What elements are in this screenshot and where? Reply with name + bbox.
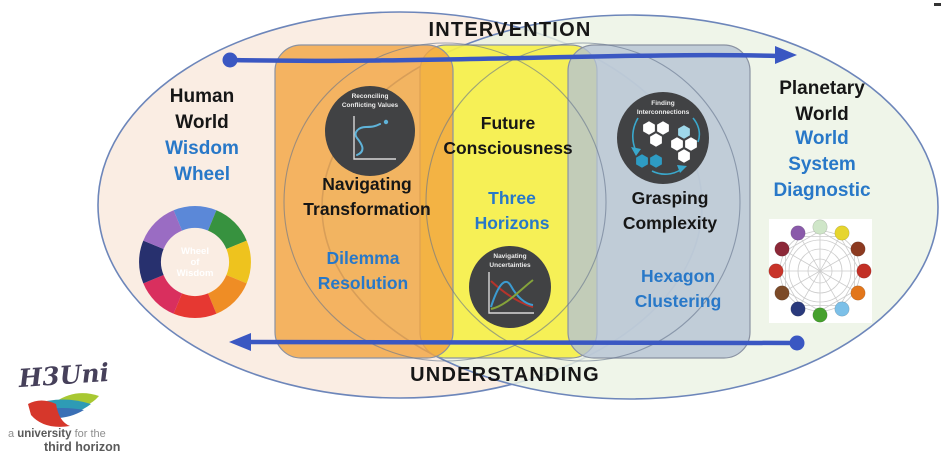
ball [812, 219, 828, 235]
ball [812, 307, 828, 323]
diagnostic-balls [768, 219, 872, 323]
ball [850, 285, 866, 301]
wisdom-wheel-label: Wisdom Wheel [165, 138, 239, 185]
human-world-label: Human World [169, 86, 235, 133]
understanding-arrow [229, 333, 805, 351]
ball [774, 241, 790, 257]
reconciling-icon-caption: Reconciling Conflicting Values [341, 93, 399, 109]
wisdom-wheel-graphic [139, 206, 251, 318]
wheel-segment [139, 240, 164, 284]
ball [850, 241, 866, 257]
ball [790, 225, 806, 241]
corner-mark [934, 3, 941, 6]
intervention-title: INTERVENTION [428, 19, 592, 41]
ball [768, 263, 784, 279]
dilemma-resolution-label: Dilemma Resolution [317, 248, 409, 293]
uncertainties-icon-caption: Navigating Uncertainties [489, 253, 531, 269]
wheel-segment [143, 210, 182, 249]
inner-lens-left [283, 42, 607, 362]
world-system-diagnostic-label: World System Diagnostic [773, 128, 871, 201]
interconnections-icon-caption: Finding Interconnections [636, 100, 690, 116]
navigating-transformation-label: Navigating Transformation [303, 174, 431, 219]
wheel-segment [208, 275, 247, 314]
grasping-complexity-label: Grasping Complexity [622, 188, 718, 233]
h3uni-logo: H3Uni [17, 358, 110, 427]
reconciling-conflicting-values-icon [325, 86, 415, 176]
finding-interconnections-icon [617, 92, 709, 184]
intervention-arrow [222, 46, 797, 68]
ball [790, 301, 806, 317]
wheel-segment [173, 293, 217, 318]
world-system-diagnostic-graphic [768, 219, 872, 323]
ball [834, 301, 850, 317]
inner-lens-right [425, 42, 741, 362]
hexagon-clustering-label: Hexagon Clustering [634, 266, 722, 311]
wheel-segment [143, 275, 182, 314]
planetary-world-label: Planetary World [779, 78, 865, 125]
wheel-segment [173, 206, 217, 231]
wheel-segment [226, 240, 251, 284]
logo-leaf-red [28, 400, 70, 427]
understanding-title: UNDERSTANDING [410, 364, 600, 386]
three-horizons-label: Three Horizons [474, 188, 550, 233]
h3uni-logo-text: H3Uni [17, 358, 110, 393]
logo-tagline: a university for the third horizon [8, 428, 121, 454]
future-consciousness-label: Future Consciousness [443, 113, 573, 158]
navigating-uncertainties-icon [469, 246, 551, 328]
ball [774, 285, 790, 301]
wheel-of-wisdom-caption: Wheel of Wisdom [176, 246, 214, 279]
ball [856, 263, 872, 279]
wheel-segment [208, 210, 247, 249]
ball [834, 225, 850, 241]
